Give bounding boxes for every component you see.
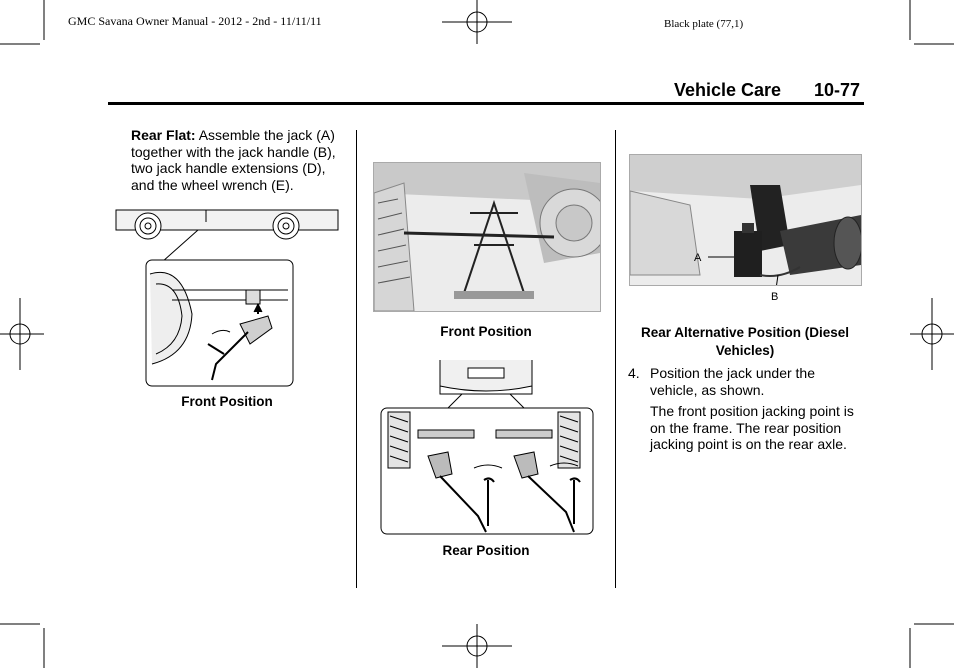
jacking-point-note: The front position jacking point is on t… (650, 403, 854, 452)
rear-flat-paragraph: Rear Flat: Assemble the jack (A) togethe… (131, 127, 336, 193)
registration-mark-bottom (442, 624, 512, 668)
figure-caption-rear-position: Rear Position (442, 543, 530, 558)
diesel-axle-jack-photo: A (630, 155, 861, 285)
column-divider-2 (615, 130, 616, 588)
label-a: A (694, 252, 702, 264)
document-info: GMC Savana Owner Manual - 2012 - 2nd - 1… (68, 14, 322, 28)
figure-caption-rear-alternative: Rear Alternative Position (Diesel Vehicl… (640, 325, 850, 358)
column-divider-1 (356, 130, 357, 588)
step-number: 4. (628, 365, 640, 381)
front-position-photo (373, 162, 601, 312)
header-rule (108, 102, 864, 105)
registration-mark-right (910, 298, 954, 370)
rear-alternative-position-photo: A (629, 154, 862, 286)
registration-mark-left (0, 298, 44, 370)
section-title: Vehicle Care (674, 80, 782, 100)
rear-position-illustration (380, 360, 594, 535)
registration-mark-top (442, 0, 512, 44)
rear-flat-label: Rear Flat: (131, 127, 196, 143)
step-4: 4. Position the jack under the vehicle, … (628, 365, 815, 398)
front-position-illustration-1 (115, 209, 339, 387)
figure-caption-front-position-1: Front Position (181, 394, 273, 409)
plate-info: Black plate (77,1) (664, 18, 744, 30)
figure-caption-front-position-2: Front Position (440, 324, 532, 339)
label-b: B (771, 291, 779, 303)
jack-under-frame-photo (374, 163, 600, 311)
page-number: 10-77 (814, 80, 861, 100)
